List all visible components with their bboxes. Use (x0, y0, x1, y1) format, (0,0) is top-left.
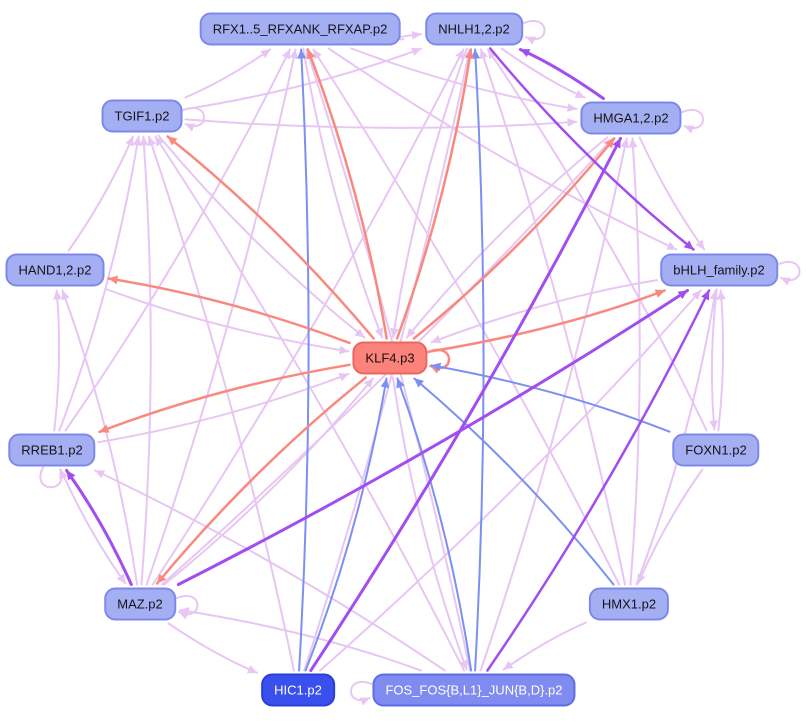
edge-MAZ-HIC1 (167, 622, 258, 674)
edge-HIC1-BHLH (319, 289, 702, 672)
self-loop-BHLH (778, 261, 801, 286)
node-rreb1[interactable]: RREB1.p2 (8, 433, 96, 467)
node-tgif1[interactable]: TGIF1.p2 (101, 99, 183, 133)
self-loop-FOS (350, 681, 373, 706)
node-hmga1-2[interactable]: HMGA1,2.p2 (580, 101, 682, 135)
edge-HIC1-RFX (297, 48, 310, 672)
node-klf4[interactable]: KLF4.p3 (352, 341, 428, 375)
edge-KLF4-HMGA (412, 137, 616, 340)
edge-HIC1-KLF4 (304, 377, 390, 672)
edge-RREB1-TGIF1 (58, 135, 142, 432)
edge-HMX1-RFX (312, 48, 621, 586)
node-hic1[interactable]: HIC1.p2 (261, 673, 335, 707)
edge-HIC1-HMGA (309, 137, 622, 672)
edge-MAZ-KLF4 (163, 377, 374, 586)
edge-RREB1-MAZ (59, 468, 127, 585)
self-loop-NHLH (523, 20, 546, 45)
node-hmx1[interactable]: HMX1.p2 (588, 587, 670, 621)
edge-HMGA-KLF4 (405, 136, 609, 339)
node-bhlh-family[interactable]: bHLH_family.p2 (660, 253, 778, 287)
self-loop-HMGA (681, 109, 704, 134)
edge-KLF4-RREB1 (98, 363, 351, 434)
edge-KLF4-NHLH (395, 48, 474, 340)
edge-TGIF1-KLF4 (157, 134, 366, 339)
edge-FOS-MAZ (179, 607, 422, 672)
edge-FOXN1-NHLH (486, 48, 708, 432)
node-foxn1[interactable]: FOXN1.p2 (672, 433, 760, 467)
node-rfx1-5-rfxank-rfxap[interactable]: RFX1..5_RFXANK_RFXAP.p2 (199, 12, 401, 46)
edge-MAZ-NHLH (151, 48, 465, 586)
edge-KLF4-HAND (107, 275, 351, 345)
edge-RFX-KLF4 (302, 47, 384, 339)
node-nhlh1-2[interactable]: NHLH1,2.p2 (425, 12, 523, 46)
edge-BHLH-KLF4 (430, 279, 658, 344)
edge-HMX1-NHLH (479, 48, 626, 586)
edge-HAND-TGIF1 (67, 135, 134, 252)
edge-TGIF1-HMGA (184, 118, 578, 129)
edge-HMX1-KLF4 (413, 377, 615, 586)
edge-RREB1-HAND (53, 289, 62, 432)
edge-MAZ-HAND (61, 289, 139, 586)
edge-KLF4-BHLH (429, 289, 666, 353)
node-hand1-2[interactable]: HAND1,2.p2 (5, 253, 105, 287)
edge-FOS-BHLH (486, 289, 711, 672)
node-fos-jun[interactable]: FOS_FOS{B,L1}_JUN{B,D}.p2 (372, 673, 576, 707)
edge-KLF4-MAZ (155, 376, 368, 585)
edge-HIC1-TGIF1 (147, 135, 295, 672)
edge-RFX-NHLH (397, 30, 422, 41)
edge-HMGA-NHLH (518, 48, 605, 100)
self-loop-RREB1 (39, 466, 68, 489)
edge-HMX1-FOS (502, 621, 587, 671)
edge-RFX-BHLH (327, 47, 678, 251)
edge-FOXN1-BHLH (717, 289, 726, 432)
edge-TGIF1-RFX (184, 48, 272, 99)
edge-TGIF1-NHLH (184, 47, 422, 111)
edge-BHLH-FOXN1 (709, 288, 718, 431)
edge-MAZ-RFX (145, 48, 299, 586)
edge-RREB1-KLF4 (97, 372, 350, 444)
edge-NHLH-HMGA (500, 47, 586, 99)
edge-HMGA-BHLH (638, 136, 706, 251)
edge-MAZ-RREB1 (65, 469, 133, 586)
edge-KLF4-FOS (391, 376, 468, 671)
edge-FOS-TGIF1 (154, 135, 466, 672)
edge-RREB1-RFX (64, 48, 291, 432)
edge-HAND-KLF4 (106, 288, 350, 355)
edge-KLF4-RFX (306, 48, 388, 340)
edge-MAZ-BHLH (176, 289, 689, 586)
edge-NHLH-KLF4 (390, 47, 468, 339)
edge-FOS-NHLH (471, 48, 485, 672)
edge-FOS-KLF4 (396, 377, 473, 672)
edge-FOS-HMGA (479, 137, 630, 672)
self-loop-TGIF1 (182, 107, 205, 132)
node-maz[interactable]: MAZ.p2 (104, 587, 176, 621)
edge-NHLH-BHLH (488, 47, 695, 251)
edge-MAZ-TGIF1 (139, 135, 152, 586)
edge-FOS-RREB1 (94, 469, 446, 672)
edge-KLF4-TGIF1 (166, 135, 375, 340)
edge-FOXN1-HMX1 (637, 468, 704, 585)
